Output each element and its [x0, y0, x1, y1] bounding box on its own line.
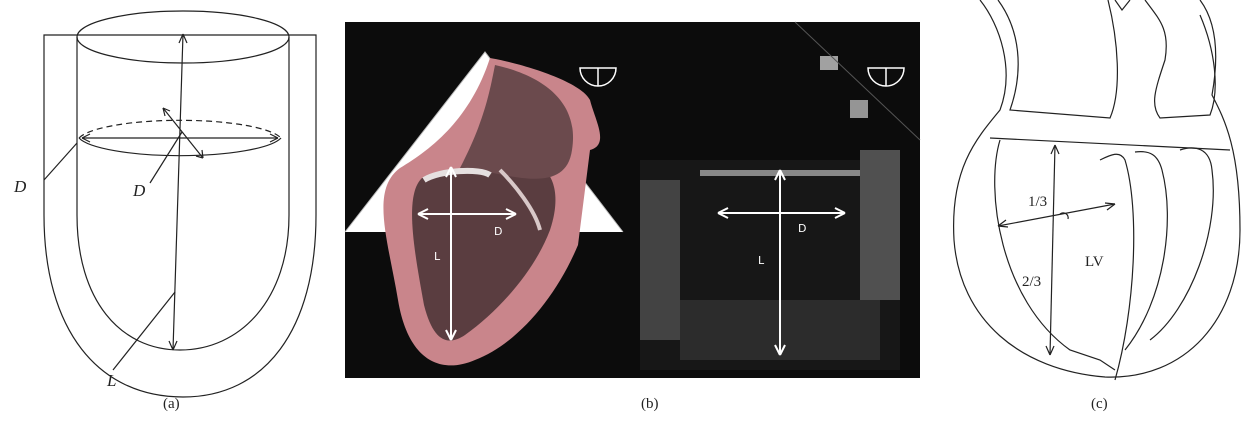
panel-a-drawing: D D L — [0, 0, 340, 421]
label-d-inner: D — [132, 181, 146, 200]
outer-wall — [44, 35, 316, 397]
panel-c-drawing: 1/3 2/3 LV — [940, 0, 1250, 421]
label-l: L — [106, 371, 116, 390]
label-d-echo: D — [798, 222, 806, 235]
long-axis — [1050, 145, 1055, 355]
right-atrium — [1145, 0, 1215, 118]
outer-contour — [954, 0, 1240, 377]
length-axis — [173, 34, 183, 350]
panel-a-ellipsoid-model: D D L — [0, 0, 340, 421]
left-atrium — [998, 0, 1117, 118]
label-one-third: 1/3 — [1028, 194, 1047, 210]
panel-c-heart-outline: 1/3 2/3 LV — [940, 0, 1250, 421]
label-two-thirds: 2/3 — [1022, 274, 1041, 290]
panel-b-drawing: D L D L — [340, 0, 960, 421]
d-leader — [44, 143, 77, 180]
inner-cavity — [77, 37, 289, 350]
caption-b: (b) — [641, 396, 659, 413]
panel-b-echo-images: D L D L — [340, 0, 960, 421]
label-lv: LV — [1085, 254, 1104, 270]
caption-a: (a) — [163, 396, 180, 413]
label-d-model: D — [494, 225, 502, 238]
caption-c: (c) — [1091, 396, 1108, 413]
label-l-echo: L — [758, 254, 765, 267]
short-axis — [998, 204, 1115, 226]
rv-inner — [1125, 152, 1167, 350]
label-d-outer: D — [13, 177, 27, 196]
label-l-model: L — [434, 250, 441, 263]
